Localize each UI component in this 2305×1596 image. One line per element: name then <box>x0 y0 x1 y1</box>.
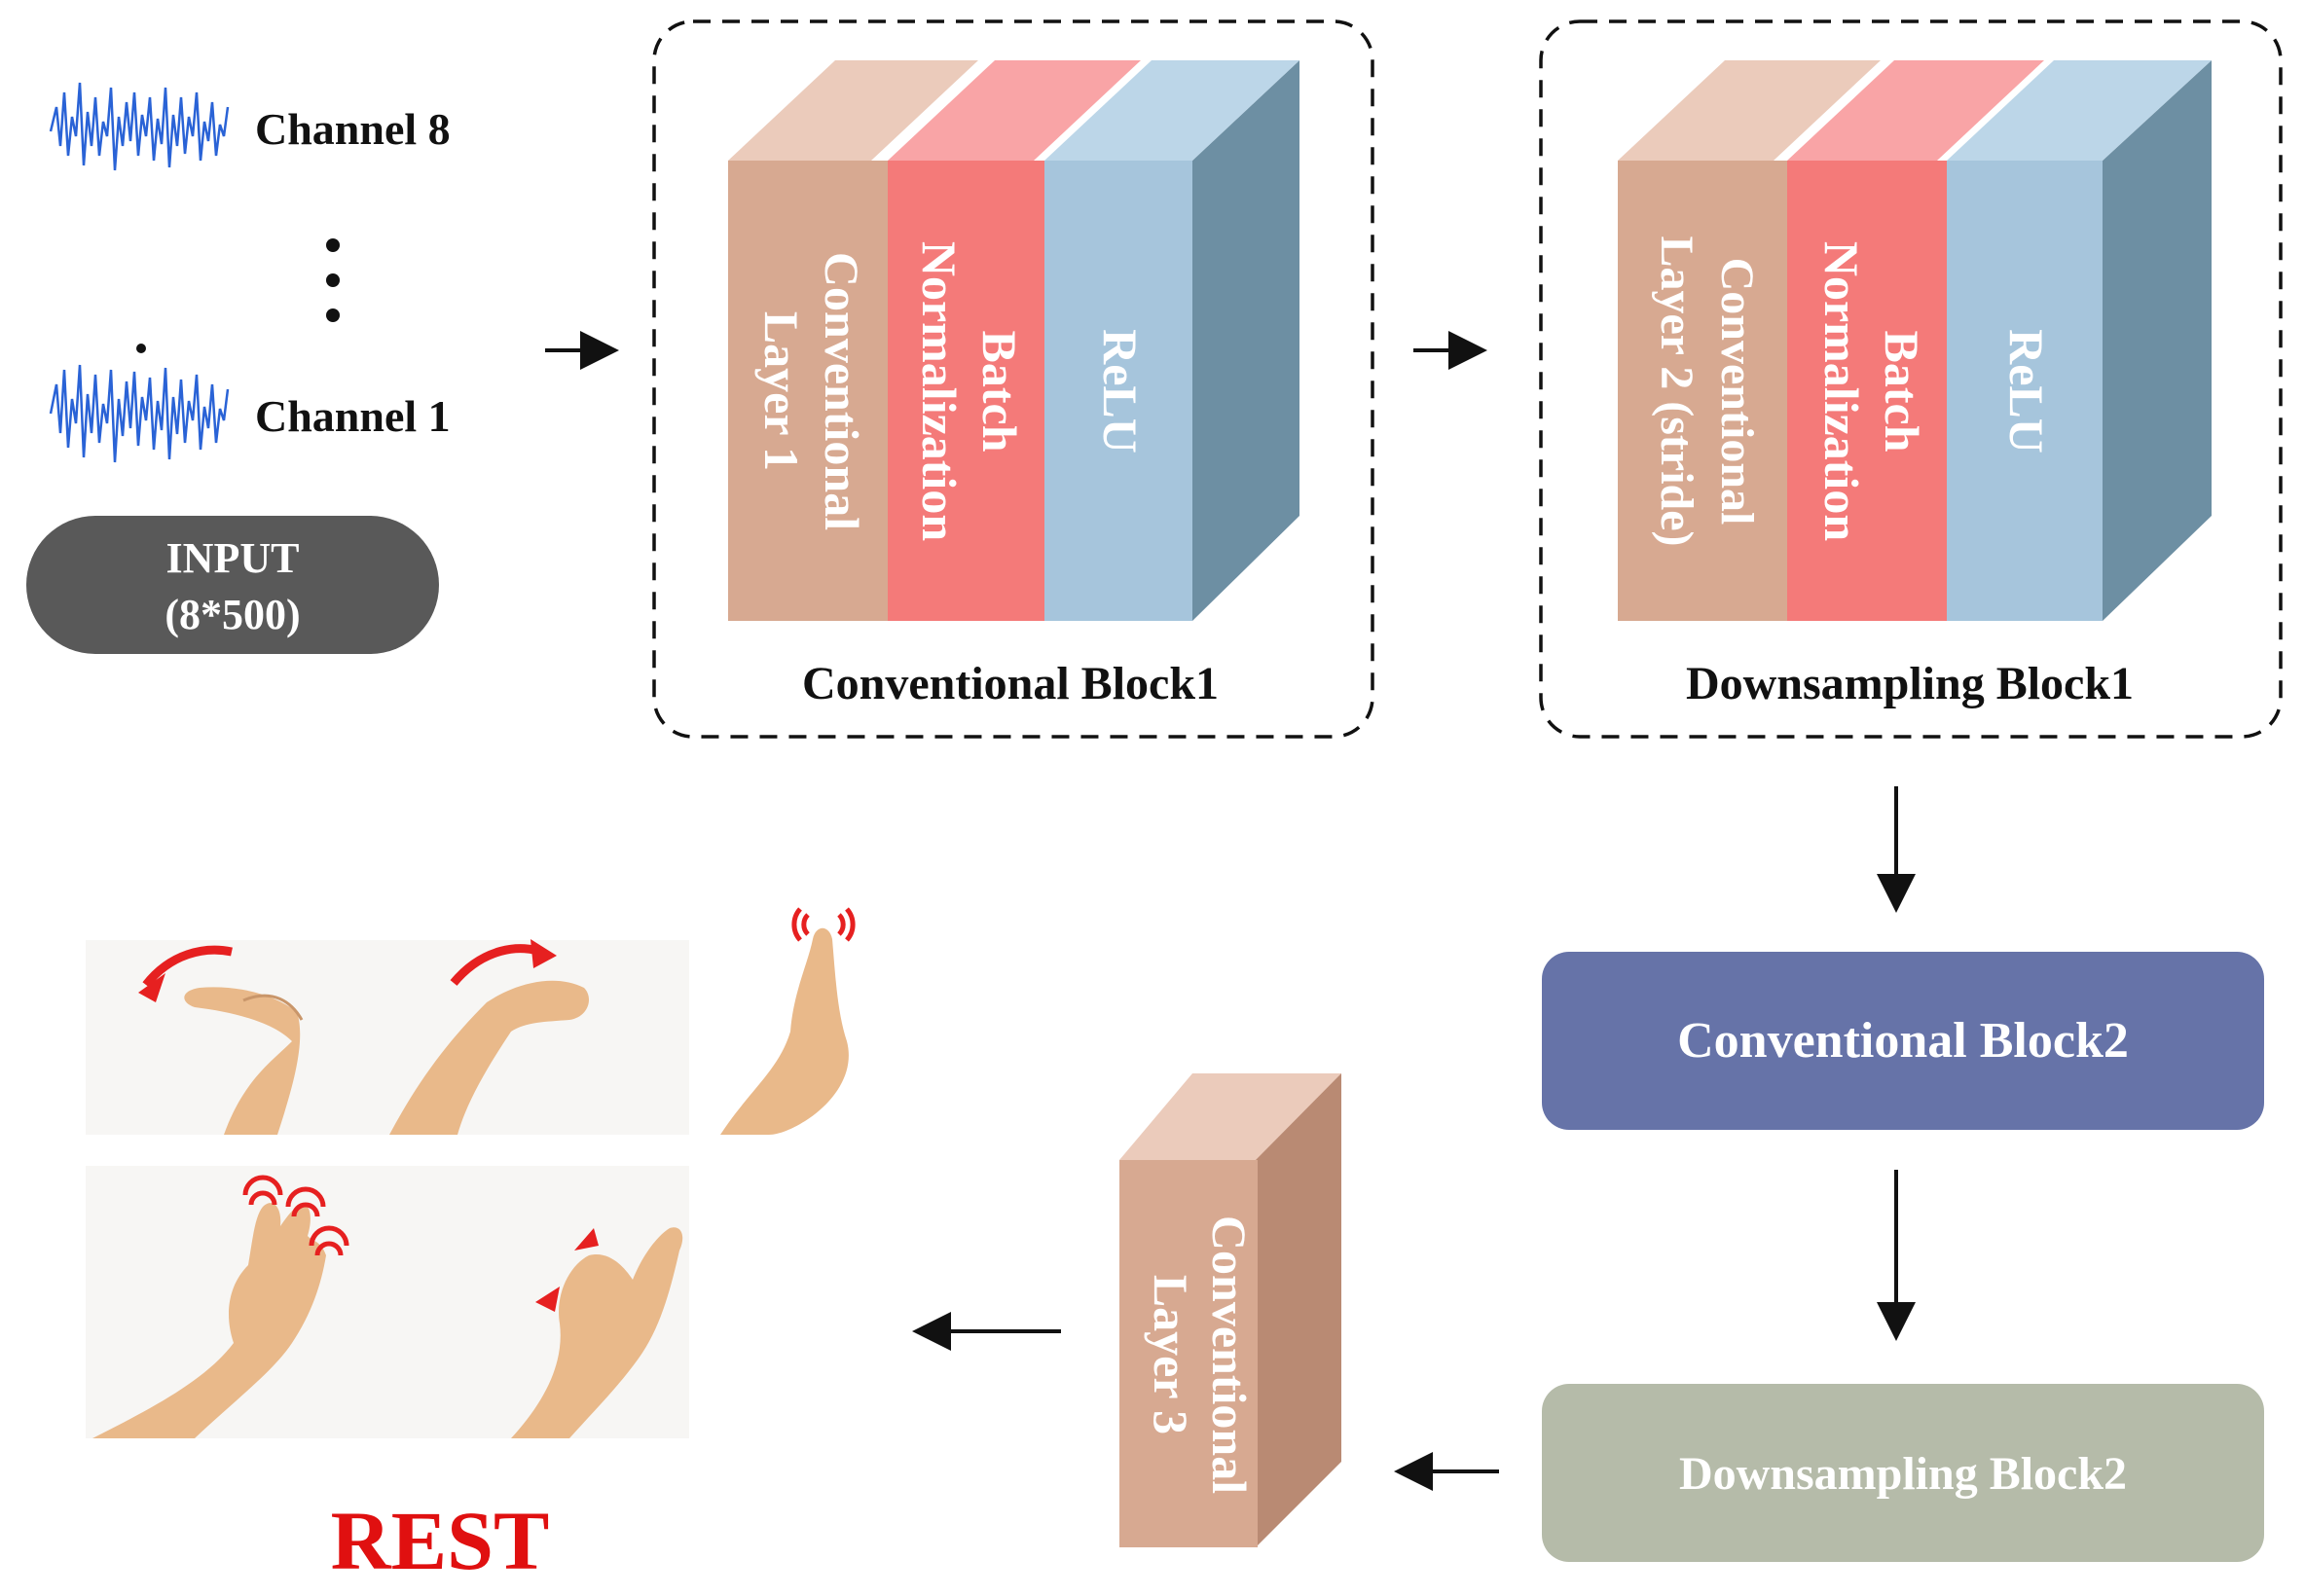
block2-title: Downsampling Block1 <box>1686 658 2134 709</box>
ellipsis-dot <box>326 238 340 252</box>
ellipsis-dot <box>136 344 146 353</box>
conv-top <box>1119 1073 1341 1160</box>
input-shape-label: (8*500) <box>165 591 300 638</box>
input-label: INPUT <box>166 534 300 582</box>
relu-top <box>1947 60 2212 161</box>
relu-top <box>1044 60 1299 161</box>
conv-layer <box>728 161 890 621</box>
channel-1-label: Channel 1 <box>255 391 451 441</box>
conv-layer-1-label: Conventional <box>815 252 869 530</box>
bn-layer <box>888 161 1045 621</box>
channel-8-label: Channel 8 <box>255 104 451 154</box>
bn-top <box>1787 60 2044 161</box>
conv-top <box>1618 60 1881 161</box>
block-frame <box>1539 19 2283 739</box>
conv-top <box>728 60 978 161</box>
conv-layer-3-label-2: Layer 3 <box>1144 1275 1198 1434</box>
pinch-icon <box>511 1227 683 1438</box>
conventional-block-2 <box>1542 952 2264 1130</box>
emg-signal-icon <box>49 82 230 171</box>
relu-label: ReLU <box>1999 329 2054 453</box>
bn-top <box>888 60 1141 161</box>
bn-label-2: Normalization <box>912 241 967 541</box>
relu-layer <box>1947 161 2103 621</box>
downsampling-block-1: Conventional Layer 2 (stride) Batch Norm… <box>1539 19 2283 739</box>
bn-label: Batch <box>1875 331 1929 453</box>
conv-layer-1-label-2: Layer 1 <box>754 311 809 471</box>
block1-title: Conventional Block1 <box>802 658 1219 709</box>
wrist-flexion-icon <box>138 945 304 1135</box>
bn-layer <box>1787 161 1949 621</box>
gesture-images <box>86 907 856 1438</box>
relu-layer <box>1044 161 1192 621</box>
bn-label-2: Normalization <box>1814 241 1869 541</box>
relu-side <box>2103 60 2212 621</box>
three-finger-icon <box>92 1175 349 1438</box>
ellipsis-dot <box>326 308 340 322</box>
wrist-extension-icon <box>389 939 589 1135</box>
bn-label: Batch <box>972 331 1027 453</box>
conventional-block-1: Conventional Layer 1 Batch Normalization… <box>652 19 1374 739</box>
conv-layer-2-label-2: Layer 2 (stride) <box>1651 236 1702 546</box>
downsampling-block-2-label: Downsampling Block2 <box>1679 1448 2127 1500</box>
conv-layer-2-label: Conventional <box>1711 258 1763 526</box>
conventional-block-2-label: Conventional Block2 <box>1677 1013 2129 1069</box>
conventional-layer-3: Conventional Layer 3 <box>1119 1073 1341 1547</box>
relu-label: ReLU <box>1093 329 1148 453</box>
conv-layer <box>1618 161 1789 621</box>
input-section: Channel 8 Channel 1 INPUT (8*500) <box>26 82 451 654</box>
relu-side <box>1192 60 1299 621</box>
output-label: REST <box>331 1494 550 1587</box>
conv-layer-3-label: Conventional <box>1202 1215 1257 1494</box>
emg-signal-icon <box>49 364 230 463</box>
conv-layer <box>1119 1160 1258 1547</box>
input-pill <box>26 516 439 654</box>
index-finger-icon <box>720 907 856 1135</box>
conv-side <box>1256 1073 1341 1547</box>
ellipsis-dot <box>326 273 340 287</box>
downsampling-block-2 <box>1542 1384 2264 1562</box>
